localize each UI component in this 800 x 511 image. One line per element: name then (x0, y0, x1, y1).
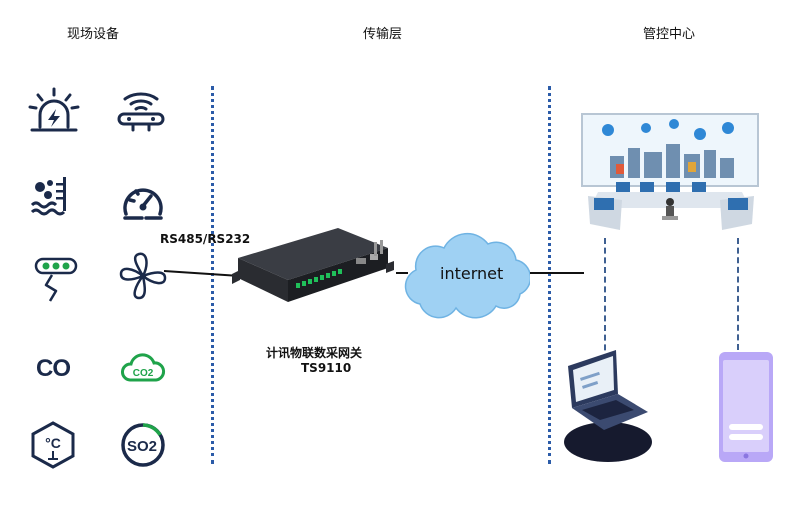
pressure-gauge-icon (123, 188, 163, 220)
so2-sensor-icon: SO2 (121, 423, 165, 467)
co-sensor-label: CO (36, 355, 71, 382)
column-title-field-devices: 现场设备 (67, 27, 120, 42)
fan-icon (119, 252, 167, 300)
laptop-image (564, 350, 652, 462)
svg-text:°C: °C (45, 435, 61, 451)
alarm-light-icon (28, 87, 80, 132)
water-level-icon (30, 177, 66, 216)
wireless-sensor-icon (117, 92, 165, 132)
connection-label: RS485/RS232 (160, 232, 251, 246)
column-title-control-center: 管控中心 (643, 27, 696, 42)
so2-label: SO2 (127, 438, 157, 455)
internet-cloud-icon (404, 232, 530, 319)
divider-right (548, 86, 551, 464)
control-center-image (581, 113, 759, 230)
level-sensor-icon (34, 257, 78, 302)
cloud-control-line (530, 272, 584, 274)
co2-label: CO2 (133, 368, 154, 379)
column-title-transport-layer: 传输层 (363, 27, 403, 42)
smartphone-image (719, 352, 773, 462)
gateway-cloud-line (396, 272, 408, 274)
phone-link-line (737, 238, 739, 350)
gateway-model: TS9110 (301, 361, 352, 375)
gateway-device-image (232, 228, 394, 302)
temperature-sensor-icon: °C (31, 421, 75, 469)
laptop-link-line (604, 238, 606, 360)
co2-cloud-icon: CO2 (121, 353, 165, 382)
internet-label: internet (440, 264, 504, 283)
gateway-name: 计讯物联数采网关 (266, 346, 363, 360)
